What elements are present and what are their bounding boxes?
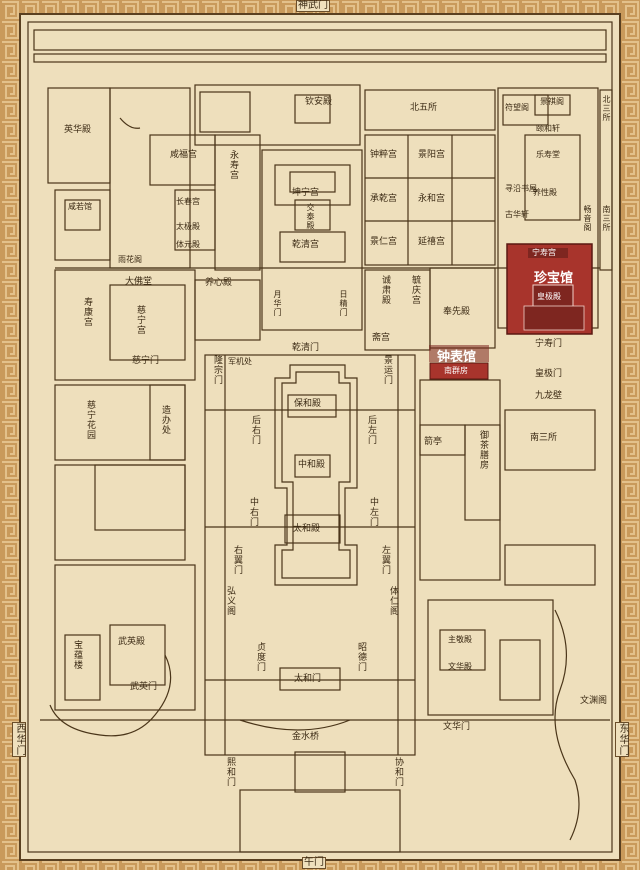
yangxing-label[interactable]: 养性殿 — [533, 188, 557, 197]
north-gate[interactable]: 神武门 — [296, 0, 330, 12]
qinan-label[interactable]: 钦安殿 — [305, 97, 333, 107]
zhongyou-gate-label[interactable]: 中右门 — [248, 497, 258, 527]
jinshui-label: 金水桥 — [292, 732, 320, 742]
jiulong-label[interactable]: 九龙壁 — [535, 391, 563, 401]
xianfu-label[interactable]: 咸福宫 — [170, 150, 198, 160]
treasure-hall-label[interactable]: 珍宝馆 — [534, 271, 574, 286]
tiren-label[interactable]: 体仁阁 — [388, 586, 398, 616]
leshou-label[interactable]: 乐寿堂 — [536, 150, 560, 159]
cining-garden-label[interactable]: 慈宁花园 — [85, 400, 95, 440]
yuqing-label[interactable]: 毓庆宫 — [410, 275, 420, 305]
zhendu-gate-label[interactable]: 贞度门 — [255, 642, 265, 672]
xiehe-gate-label[interactable]: 协和门 — [393, 757, 403, 787]
yihe-label[interactable]: 颐和轩 — [536, 124, 560, 133]
shoukang-label[interactable]: 寿康宫 — [82, 297, 92, 327]
nan-sansuo-east-label[interactable]: 南三所 — [602, 205, 611, 232]
taiji-label[interactable]: 太极殿 — [176, 222, 200, 231]
clock-hall-label[interactable]: 钟表馆 — [437, 350, 477, 365]
yuehua-gate-label[interactable]: 月华门 — [273, 290, 282, 317]
yongshou-label[interactable]: 永寿宫 — [228, 150, 238, 180]
wuying-gate-label[interactable]: 武英门 — [130, 682, 158, 692]
fuwang-label[interactable]: 符望阁 — [505, 103, 529, 112]
bei-sansuo-label[interactable]: 北三所 — [602, 95, 611, 122]
jingren-label[interactable]: 景仁宫 — [370, 237, 398, 247]
changchun-label[interactable]: 长春宫 — [176, 197, 200, 206]
east-gate[interactable]: 东华门 — [615, 722, 629, 757]
tiyuan-label[interactable]: 体元殿 — [176, 240, 200, 249]
jingqi-label[interactable]: 景祺阁 — [540, 97, 564, 106]
jingyang-label[interactable]: 景阳宫 — [418, 150, 446, 160]
xunchu-label[interactable]: 寻沿书屋 — [505, 184, 537, 193]
jingyun-gate-label[interactable]: 景运门 — [382, 355, 392, 385]
nanqun-label[interactable]: 南群房 — [444, 366, 468, 375]
zhonghe-label[interactable]: 中和殿 — [298, 460, 326, 470]
fengxian-label[interactable]: 奉先殿 — [443, 307, 471, 317]
nansansuo-label[interactable]: 南三所 — [530, 433, 558, 443]
taihe-label[interactable]: 太和殿 — [293, 524, 321, 534]
junjichu-label[interactable]: 军机处 — [228, 357, 252, 366]
baohe-label[interactable]: 保和殿 — [294, 399, 322, 409]
rijing-gate-label[interactable]: 日精门 — [339, 290, 348, 317]
zhongzuo-gate-label[interactable]: 中左门 — [368, 497, 378, 527]
west-gate[interactable]: 西华门 — [12, 722, 26, 757]
jianting-label[interactable]: 箭亭 — [424, 437, 443, 447]
wenhua-gate-label[interactable]: 文华门 — [443, 722, 471, 732]
yonghe-label[interactable]: 永和宫 — [418, 194, 446, 204]
yanxi-label[interactable]: 延禧宫 — [418, 237, 446, 247]
qianqing-palace-label[interactable]: 乾清宫 — [292, 240, 320, 250]
cining-gate-label[interactable]: 慈宁门 — [132, 356, 160, 366]
wenhua-hall-label[interactable]: 文华殿 — [448, 662, 472, 671]
houzuo-gate-label[interactable]: 后左门 — [366, 415, 376, 445]
jiaotai-label[interactable]: 交泰殿 — [306, 203, 315, 230]
ningshou-palace-label[interactable]: 宁寿宫 — [532, 248, 556, 257]
wuying-label[interactable]: 武英殿 — [118, 637, 146, 647]
huangji-hall-label[interactable]: 皇极殿 — [537, 292, 561, 301]
zhaigong-label[interactable]: 斋宫 — [372, 333, 391, 343]
zhujing-label[interactable]: 主敬殿 — [448, 635, 472, 644]
south-gate[interactable]: 午门 — [302, 857, 326, 869]
chengqian-label[interactable]: 承乾宫 — [370, 194, 398, 204]
hongyi-label[interactable]: 弘义阁 — [225, 586, 235, 616]
beiwusuo-label[interactable]: 北五所 — [410, 103, 438, 113]
yinghua-label[interactable]: 英华殿 — [64, 125, 92, 135]
chengsu-label[interactable]: 诚肃殿 — [380, 275, 390, 305]
cining-palace-label[interactable]: 慈宁宫 — [135, 305, 145, 335]
zhongcui-label[interactable]: 钟粹宫 — [370, 150, 398, 160]
map-paper — [19, 13, 621, 861]
building-outlines — [27, 21, 613, 853]
houyou-gate-label[interactable]: 后右门 — [250, 415, 260, 445]
zaoban-label[interactable]: 造办处 — [160, 405, 170, 435]
ningshou-gate-label[interactable]: 宁寿门 — [535, 339, 563, 349]
taihe-gate-label[interactable]: 太和门 — [294, 674, 322, 684]
qianqing-gate-label[interactable]: 乾清门 — [292, 343, 320, 353]
zuoyi-gate-label[interactable]: 左翼门 — [380, 545, 390, 575]
longzong-gate-label[interactable]: 隆宗门 — [212, 355, 222, 385]
xianruo-label[interactable]: 咸若馆 — [68, 202, 92, 211]
changyin-label[interactable]: 畅音阁 — [583, 205, 592, 232]
kunning-label[interactable]: 坤宁宫 — [292, 188, 320, 198]
dafotang-label[interactable]: 大佛堂 — [125, 277, 153, 287]
wenyuan-label[interactable]: 文渊阁 — [580, 696, 608, 706]
guhua-label[interactable]: 古华轩 — [505, 210, 529, 219]
youyi-gate-label[interactable]: 右翼门 — [232, 545, 242, 575]
baoyun-label[interactable]: 宝蕴楼 — [72, 640, 82, 670]
yuhua-label[interactable]: 雨花阁 — [118, 255, 142, 264]
yangxin-label[interactable]: 养心殿 — [205, 278, 233, 288]
highlight-shapes — [429, 243, 593, 380]
zhaode-gate-label[interactable]: 昭德门 — [356, 642, 366, 672]
xihe-gate-label[interactable]: 熙和门 — [225, 757, 235, 787]
yucha-label[interactable]: 御茶膳房 — [478, 430, 488, 470]
huangji-gate-label[interactable]: 皇极门 — [535, 369, 563, 379]
